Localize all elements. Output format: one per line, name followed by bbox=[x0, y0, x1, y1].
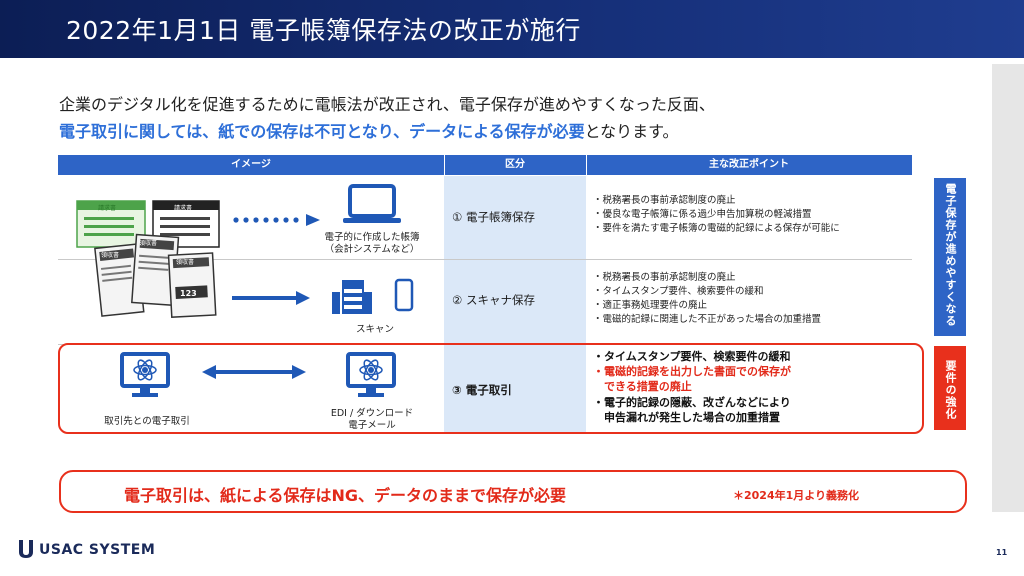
monitor-icon bbox=[343, 184, 401, 223]
invoice-black-band bbox=[153, 201, 219, 210]
point-item: ・要件を満たす電子帳簿の電磁的記録による保存が可能に bbox=[593, 223, 840, 234]
invoice-line bbox=[84, 233, 134, 236]
side-label-red-text: 要件の強化 bbox=[944, 360, 957, 420]
point-item-highlight: ・電磁的記録を出力した書面での保存が bbox=[593, 365, 791, 378]
intro-rest: となります。 bbox=[584, 122, 679, 141]
point-item: ・適正事務処理要件の廃止 bbox=[593, 300, 708, 311]
invoice-line bbox=[160, 225, 210, 228]
network-monitor-icon bbox=[120, 352, 170, 397]
row-divider bbox=[58, 259, 912, 260]
point-item: ・タイムスタンプ要件、検索要件の緩和 bbox=[593, 350, 791, 363]
page-title: 2022年1月1日 電子帳簿保存法の改正が施行 bbox=[66, 16, 581, 45]
point-item: ・優良な電子帳簿に係る過少申告加算税の軽減措置 bbox=[593, 209, 812, 220]
invoice-line bbox=[84, 225, 134, 228]
arrow-icon bbox=[232, 291, 310, 305]
invoice-line bbox=[160, 233, 210, 236]
point-item-highlight: できる措置の廃止 bbox=[593, 380, 692, 393]
header-bar bbox=[0, 0, 1024, 58]
point-item: ・税務署長の事前承認制度の廃止 bbox=[593, 195, 736, 206]
dotted-arrow-icon bbox=[233, 214, 320, 226]
bottom-callout bbox=[59, 470, 967, 513]
bottom-note: ＊2024年1月より義務化 bbox=[733, 489, 860, 502]
side-label-red: 要件の強化 bbox=[934, 346, 966, 430]
invoice-line bbox=[160, 217, 210, 220]
receipt-icon bbox=[94, 233, 217, 318]
invoice-label: 請求書 bbox=[174, 205, 193, 212]
side-panel bbox=[992, 64, 1024, 512]
smartphone-icon bbox=[394, 278, 414, 312]
category-label: ① 電子帳簿保存 bbox=[452, 210, 535, 224]
category-column bbox=[444, 176, 586, 434]
scan-caption: スキャン bbox=[355, 324, 394, 335]
monitor-caption: 電子的に作成した帳簿 bbox=[324, 232, 420, 243]
point-item: ・電子的記録の隠蔽、改ざんなどにより bbox=[593, 396, 791, 409]
intro-emphasis: 電子取引に関しては、紙での保存は不可となり、データによる保存が必要 bbox=[59, 122, 585, 141]
page-number: 11 bbox=[996, 548, 1008, 557]
double-arrow-icon bbox=[202, 365, 306, 379]
company-logo: USAC SYSTEM bbox=[39, 542, 156, 558]
bottom-message: 電子取引は、紙による保存はNG、データのままで保存が必要 bbox=[124, 486, 567, 505]
point-item: ・電磁的記録に関連した不正があった場合の加重措置 bbox=[593, 314, 822, 325]
monitor-caption-sub: （会計システムなど） bbox=[324, 244, 420, 255]
header-divider bbox=[586, 155, 587, 175]
category-label: ③ 電子取引 bbox=[452, 383, 512, 397]
side-label-blue: 電子保存が進めやすくなる bbox=[934, 178, 966, 336]
column-header-image: イメージ bbox=[231, 159, 271, 170]
invoice-green-band bbox=[77, 201, 145, 210]
receipt-label: 領収書 bbox=[176, 259, 195, 266]
partner-caption: 取引先との電子取引 bbox=[104, 416, 190, 427]
invoice-label: 請求書 bbox=[98, 205, 117, 212]
receipt-amount: 123 bbox=[180, 289, 197, 298]
intro-line-1: 企業のデジタル化を促進するために電帳法が改正され、電子保存が進めやすくなった反面… bbox=[59, 95, 715, 114]
point-item: ・税務署長の事前承認制度の廃止 bbox=[593, 272, 736, 283]
receipt-label: 領収書 bbox=[101, 252, 120, 259]
receipt-label: 領収書 bbox=[139, 240, 158, 247]
emphasis-frame bbox=[58, 343, 924, 434]
category-label: ② スキャナ保存 bbox=[452, 293, 535, 307]
scanner-icon bbox=[332, 278, 414, 314]
column-header-points: 主な改正ポイント bbox=[709, 159, 789, 170]
point-item: ・タイムスタンプ要件、検索要件の緩和 bbox=[593, 286, 764, 297]
table-header: イメージ 区分 主な改正ポイント bbox=[58, 155, 912, 175]
header-divider bbox=[444, 155, 445, 175]
invoice-line bbox=[84, 217, 134, 220]
point-item: 申告漏れが発生した場合の加重措置 bbox=[593, 411, 780, 424]
column-header-category: 区分 bbox=[505, 159, 525, 170]
edi-caption: EDI / ダウンロード bbox=[330, 408, 414, 419]
email-caption: 電子メール bbox=[348, 420, 396, 431]
network-monitor-icon bbox=[346, 352, 396, 397]
intro-line-2: 電子取引に関しては、紙での保存は不可となり、データによる保存が必要となります。 bbox=[59, 118, 679, 142]
side-label-blue-text: 電子保存が進めやすくなる bbox=[944, 183, 957, 327]
usac-logo-icon bbox=[19, 540, 33, 558]
